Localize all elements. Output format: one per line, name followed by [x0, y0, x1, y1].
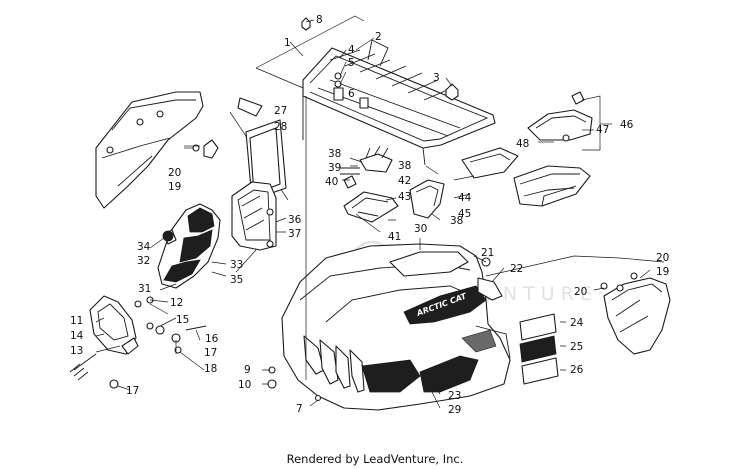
decals [519, 313, 559, 385]
side-bracket-panel [231, 181, 287, 251]
callout-27: 27 [274, 105, 287, 117]
footer-credit: Rendered by LeadVenture, Inc. [287, 452, 464, 466]
callout-5: 5 [348, 57, 355, 69]
callout-30: 30 [414, 223, 427, 235]
callout-33: 33 [230, 259, 243, 271]
callout-3: 3 [433, 72, 440, 84]
callout-24: 24 [570, 317, 584, 329]
callout-13: 13 [70, 345, 83, 357]
callout-47: 47 [596, 124, 609, 136]
callout-39: 39 [328, 162, 341, 174]
callout-25: 25 [570, 341, 583, 353]
callout-29: 29 [448, 404, 461, 416]
callout-28: 28 [274, 121, 287, 133]
callout-15: 15 [176, 314, 189, 326]
callout-41: 41 [388, 231, 401, 243]
callout-17-lower: 17 [126, 385, 139, 397]
right-cover [527, 91, 612, 151]
callout-38-lower: 38 [450, 215, 463, 227]
callout-14: 14 [70, 330, 84, 342]
callout-12: 12 [170, 297, 183, 309]
callout-44: 44 [458, 192, 472, 204]
callout-7: 7 [296, 403, 303, 415]
callout-9: 9 [244, 364, 251, 376]
callout-2: 2 [375, 31, 382, 43]
callout-38-left: 38 [328, 148, 341, 160]
callout-23: 23 [448, 390, 461, 402]
callout-20-left: 20 [168, 167, 181, 179]
callout-26: 26 [570, 364, 584, 376]
front-hood: ARCTIC CAT [281, 243, 511, 411]
callout-10: 10 [238, 379, 251, 391]
callouts: 1 2 3 4 5 6 7 8 9 10 11 12 13 14 15 16 1… [70, 14, 669, 416]
callout-45: 45 [458, 208, 471, 220]
callout-43: 43 [398, 191, 411, 203]
callout-16: 16 [205, 333, 219, 345]
rear-heat-shield [229, 97, 289, 201]
callout-19-right: 19 [656, 266, 669, 278]
storage-box [461, 147, 591, 207]
callout-19-left: 19 [168, 181, 181, 193]
callout-21: 21 [481, 247, 494, 259]
leader-lines [95, 19, 651, 409]
callout-38-right: 38 [398, 160, 411, 172]
callout-31: 31 [138, 283, 151, 295]
callout-1: 1 [284, 37, 291, 49]
callout-22: 22 [510, 263, 523, 275]
callout-20-lower-right: 20 [574, 286, 587, 298]
callout-34: 34 [137, 241, 151, 253]
callout-48: 48 [516, 138, 529, 150]
callout-17-upper: 17 [204, 347, 217, 359]
callout-35: 35 [230, 274, 243, 286]
callout-32: 32 [137, 255, 150, 267]
callout-6: 6 [348, 88, 355, 100]
callout-46: 46 [620, 119, 634, 131]
callout-20-upper-right: 20 [656, 252, 669, 264]
rear-rack [255, 15, 496, 166]
callout-42: 42 [398, 175, 411, 187]
front-fender-panel [149, 203, 221, 289]
center-panel [340, 145, 445, 223]
front-lower-shield [69, 295, 207, 391]
callout-18: 18 [204, 363, 217, 375]
callout-11: 11 [70, 315, 83, 327]
left-side-panel [95, 91, 219, 209]
callout-36: 36 [288, 214, 302, 226]
callout-37: 37 [288, 228, 301, 240]
callout-40: 40 [325, 176, 338, 188]
callout-8: 8 [316, 14, 323, 26]
right-side-panel [485, 255, 671, 355]
callout-4: 4 [348, 44, 355, 56]
